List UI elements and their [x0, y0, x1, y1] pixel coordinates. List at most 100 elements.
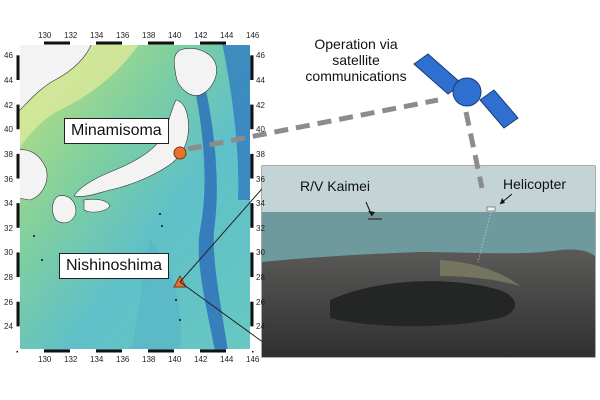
frame-check-segment — [16, 178, 20, 204]
lon-tick-top: 132 — [64, 31, 78, 40]
frame-check-segment — [250, 277, 254, 302]
land-shikoku — [83, 198, 111, 213]
frame-check-segment — [250, 326, 254, 351]
lat-tick-right: 32 — [256, 223, 265, 233]
frame-check-segment — [250, 178, 254, 204]
lat-tick-left: 40 — [4, 125, 13, 135]
island-dot — [161, 225, 163, 227]
heli-pointer-head — [500, 198, 505, 204]
helicopter-shape — [486, 206, 496, 212]
lat-tick-right: 24 — [256, 322, 265, 332]
frame-check-segment — [70, 41, 96, 45]
lon-tick-top: 130 — [38, 31, 52, 40]
frame-check-segment — [250, 30, 254, 56]
label-nishinoshima: Nishinoshima — [59, 253, 170, 279]
lon-tick-bottom: 134 — [90, 355, 104, 364]
island-dot — [159, 213, 161, 215]
lat-tick-left: 44 — [4, 75, 13, 85]
lat-tick-right: 44 — [256, 75, 265, 85]
lon-tick-bottom: 136 — [116, 355, 130, 364]
minamisoma-marker — [173, 146, 187, 160]
lat-tick-left: 46 — [4, 51, 13, 61]
lon-tick-bottom: 132 — [64, 355, 78, 364]
map-panel — [16, 30, 254, 353]
caption-line-1: Operation via — [314, 36, 398, 52]
trench-izu-bonin — [195, 90, 228, 351]
frame-check-segment — [174, 41, 200, 45]
frame-check-segment — [250, 227, 254, 253]
lon-tick-top: 142 — [194, 31, 208, 40]
lon-tick-top: 138 — [142, 31, 156, 40]
ship-pointer-head — [368, 211, 375, 216]
solar-panel-right — [479, 89, 519, 129]
island-dot — [41, 259, 43, 261]
lat-tick-right: 42 — [256, 100, 265, 110]
lat-tick-left: 32 — [4, 223, 13, 233]
lon-tick-bottom: 130 — [38, 355, 52, 364]
lon-tick-top: 140 — [168, 31, 182, 40]
land-hokkaido — [173, 48, 217, 96]
frame-check-segment — [70, 349, 96, 353]
map-frame-checks — [16, 30, 254, 353]
frame-check-segment — [226, 349, 252, 353]
frame-check-segment — [18, 41, 44, 45]
photo-sky — [262, 166, 595, 212]
land-korea — [17, 149, 48, 201]
frame-check-segment — [122, 41, 148, 45]
lat-tick-right: 30 — [256, 248, 265, 258]
lat-tick-left: 26 — [4, 297, 13, 307]
label-helicopter: Helicopter — [503, 176, 567, 192]
lon-tick-bottom: 142 — [194, 355, 208, 364]
lat-tick-right: 46 — [256, 51, 265, 61]
frame-check-segment — [250, 79, 254, 105]
frame-check-segment — [16, 227, 20, 253]
satellite-caption: Operation via satellite communications — [286, 36, 426, 84]
lon-tick-top: 146 — [246, 31, 260, 40]
crater-inner — [330, 281, 515, 327]
lat-tick-right: 28 — [256, 273, 265, 283]
lat-tick-right: 26 — [256, 297, 265, 307]
lat-tick-left: 38 — [4, 149, 13, 159]
trench-japan — [222, 43, 252, 200]
frame-check-segment — [16, 326, 20, 351]
island-dot — [33, 235, 35, 237]
frame-check-segment — [250, 129, 254, 154]
lat-tick-left: 36 — [4, 174, 13, 184]
lat-tick-left: 34 — [4, 199, 13, 209]
land-asia — [17, 42, 93, 113]
frame-check-segment — [122, 349, 148, 353]
lat-tick-right: 34 — [256, 199, 265, 209]
frame-check-segment — [174, 349, 200, 353]
lat-tick-left: 24 — [4, 322, 13, 332]
lon-tick-bottom: 144 — [220, 355, 234, 364]
lat-tick-left: 30 — [4, 248, 13, 258]
caption-line-2: satellite — [332, 52, 380, 68]
lon-tick-bottom: 146 — [246, 355, 260, 364]
lon-tick-top: 136 — [116, 31, 130, 40]
lon-tick-bottom: 140 — [168, 355, 182, 364]
label-minamisoma: Minamisoma — [64, 118, 169, 144]
ship-shape — [368, 218, 382, 220]
lat-tick-right: 36 — [256, 174, 265, 184]
island-dot — [179, 319, 181, 321]
lat-tick-left: 28 — [4, 273, 13, 283]
frame-check-segment — [18, 349, 44, 353]
label-rv-kaimei: R/V Kaimei — [300, 178, 371, 194]
lat-tick-right: 38 — [256, 149, 265, 159]
island-dot — [175, 299, 177, 301]
frame-check-segment — [16, 129, 20, 154]
satellite-icon — [413, 53, 519, 129]
lat-tick-right: 40 — [256, 125, 265, 135]
lon-tick-bottom: 138 — [142, 355, 156, 364]
frame-check-segment — [16, 79, 20, 105]
lon-tick-top: 144 — [220, 31, 234, 40]
ash-slope — [440, 260, 520, 286]
lon-tick-top: 134 — [90, 31, 104, 40]
photo-panel — [261, 165, 596, 358]
caption-line-3: communications — [305, 68, 407, 84]
satellite-body — [452, 77, 482, 107]
lat-tick-left: 42 — [4, 100, 13, 110]
frame-check-segment — [16, 277, 20, 302]
link-to-helicopter — [463, 111, 485, 189]
